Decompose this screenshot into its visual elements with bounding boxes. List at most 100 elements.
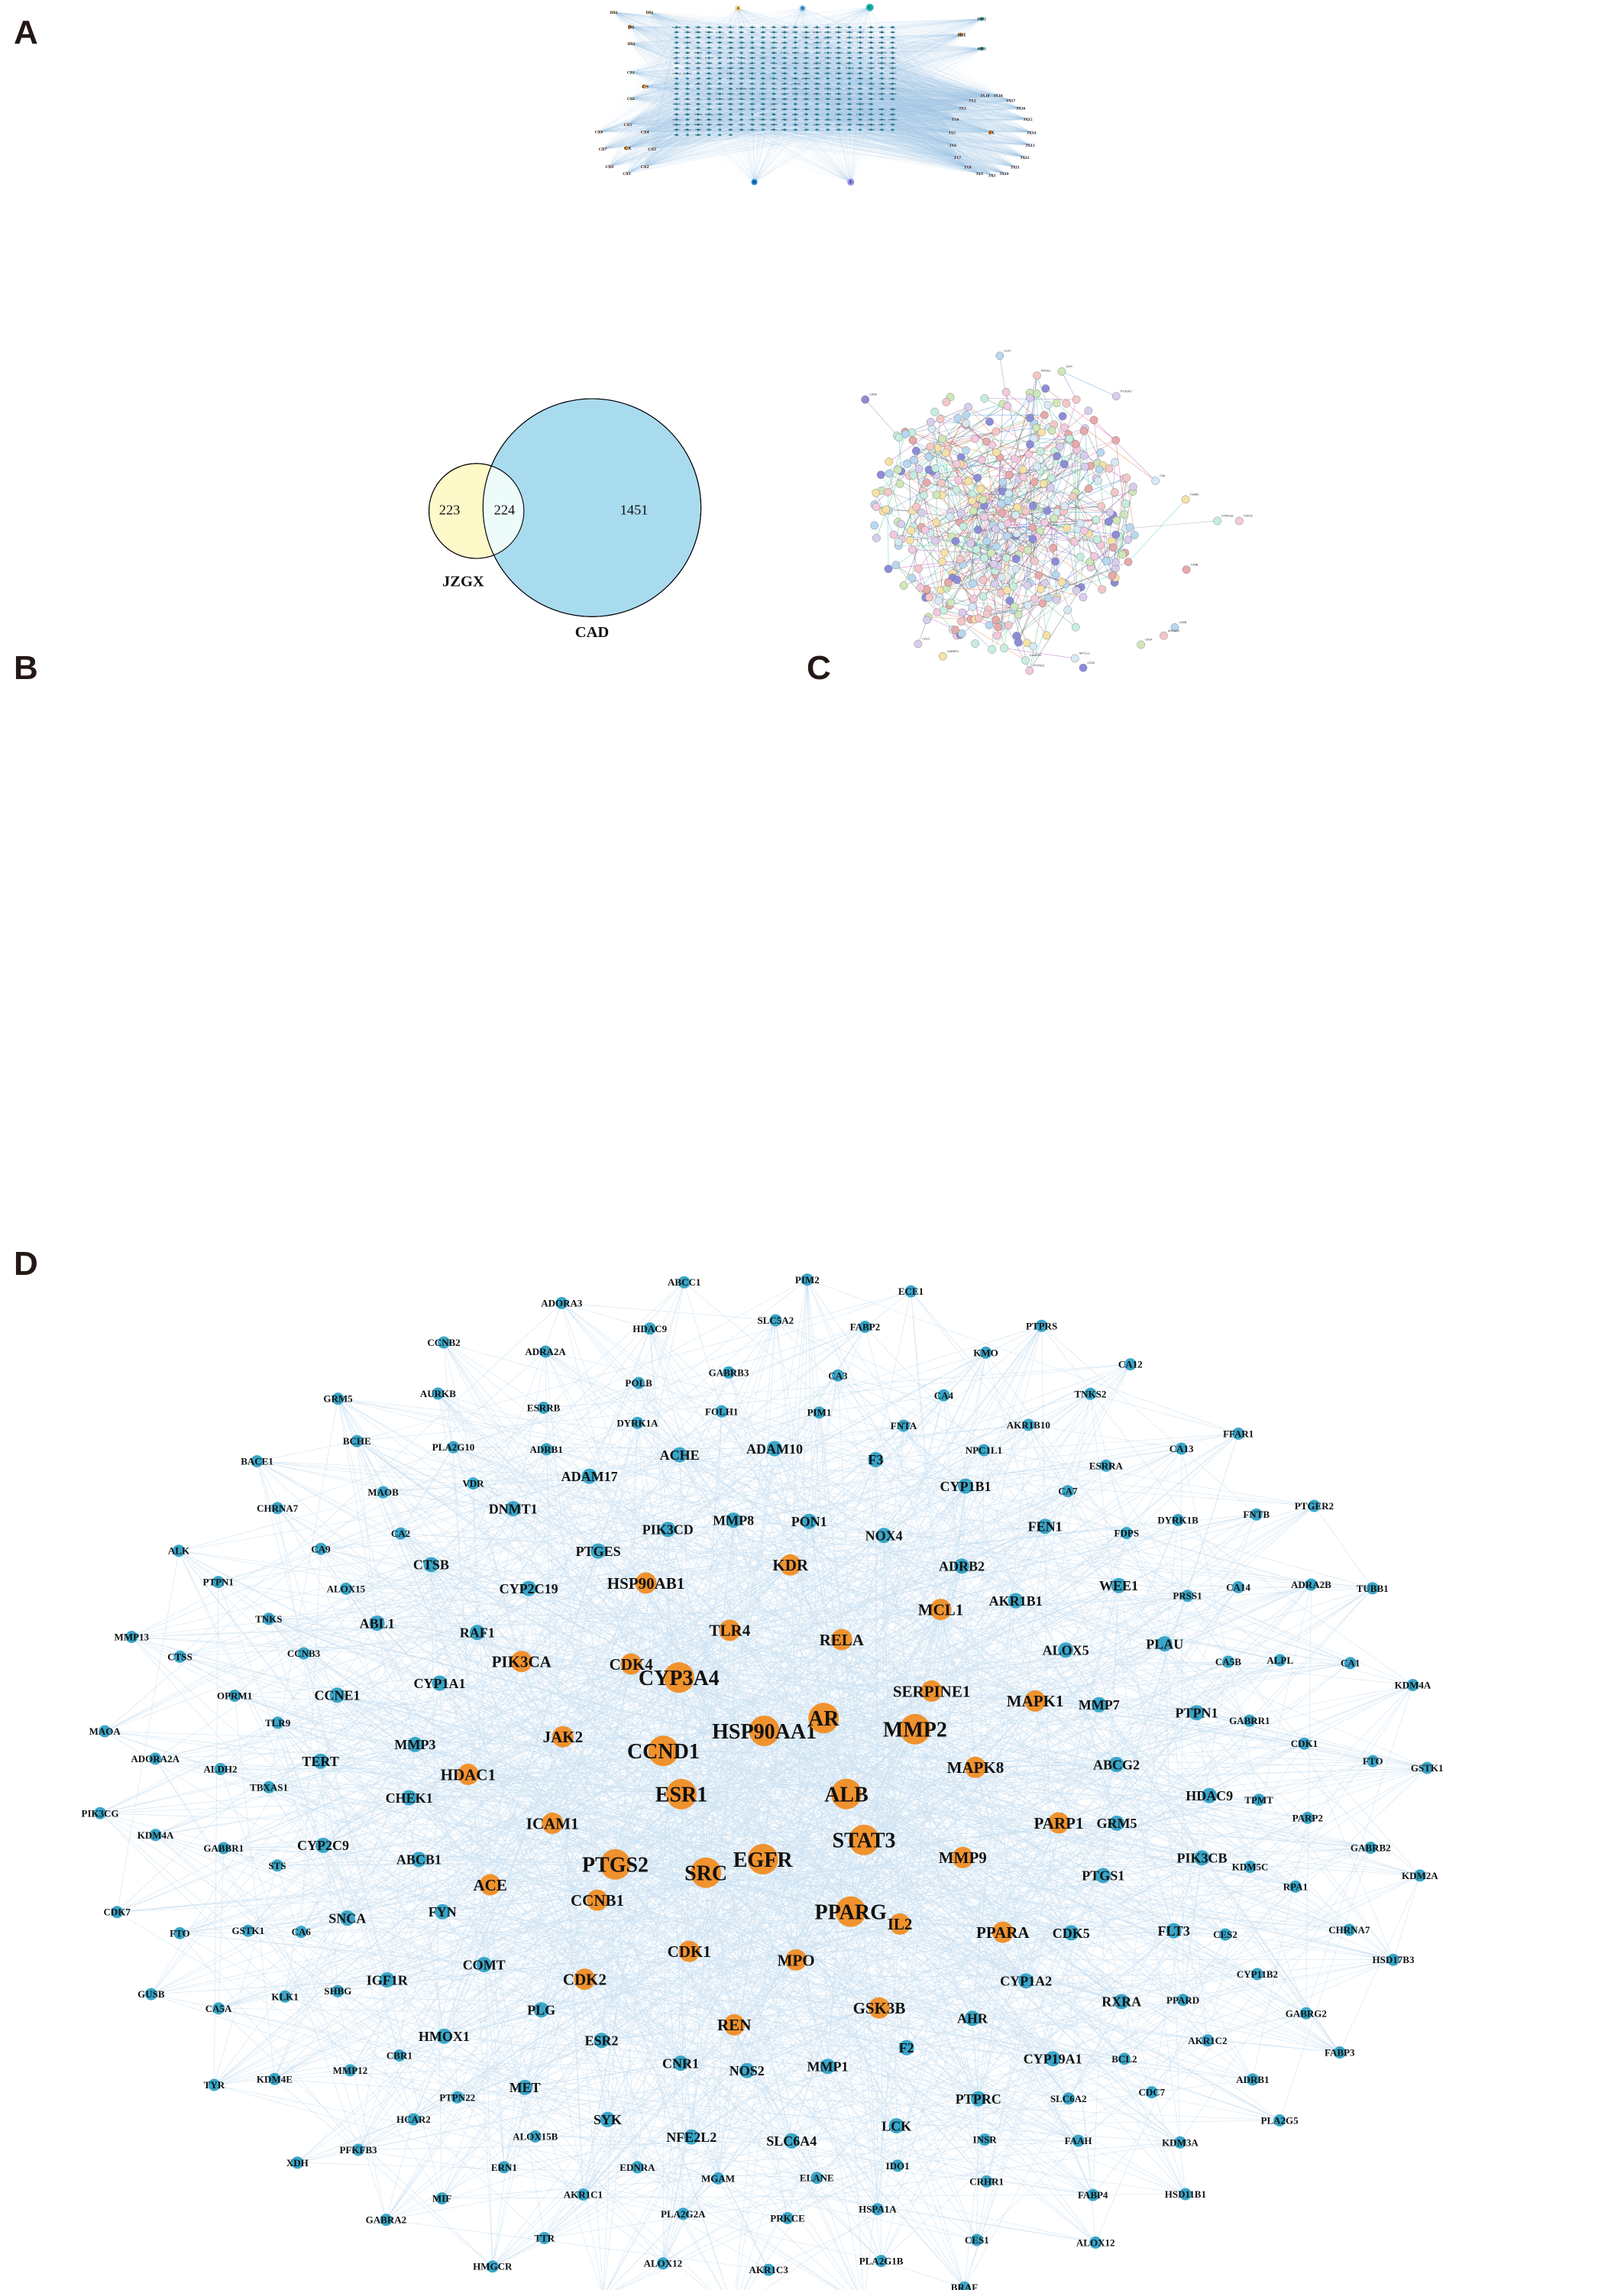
core-node: F2: [898, 2039, 914, 2056]
core-node: CA4: [934, 1389, 954, 1402]
target-node: PLA2G5: [684, 56, 691, 60]
target-node: MMP7: [879, 66, 885, 70]
core-node: HSD17B3: [1373, 1953, 1415, 1966]
target-node: PIK3CG: [759, 92, 767, 95]
svg-text:ADAM10: ADAM10: [746, 1441, 803, 1457]
svg-text:CYP11B2: CYP11B2: [1237, 1968, 1278, 1980]
core-node: MMP2: [883, 1713, 947, 1745]
target-node: GABRA3: [726, 76, 735, 80]
target-node: AURKB: [824, 92, 831, 95]
core-node: MMP1: [807, 2059, 848, 2075]
svg-text:STAT3: STAT3: [833, 1829, 896, 1853]
target-node: PIM2: [772, 97, 777, 101]
target-node: KZR: [847, 76, 852, 80]
target-node: HSP90AB1: [802, 76, 811, 80]
target-node: ITGAL: [781, 76, 788, 80]
target-node: PIK3CA: [717, 123, 723, 127]
target-node: PTPRM1: [835, 51, 843, 55]
target-node: WEE1: [814, 112, 820, 116]
target-node: DRD2: [793, 97, 798, 101]
svg-text:BCL2: BCL2: [1111, 2053, 1137, 2065]
target-node: NFE2L2: [717, 66, 724, 70]
target-node: GRM2: [858, 71, 863, 75]
target-node: GRIA4: [739, 25, 745, 29]
target-node: DRD2: [707, 35, 712, 40]
target-node: VDR: [869, 56, 873, 60]
core-node: KLK1: [271, 1990, 299, 2003]
core-node: TYR: [204, 2078, 225, 2091]
svg-text:ADRA2A: ADRA2A: [525, 1346, 566, 1357]
target-node: PTGES: [674, 107, 680, 111]
target-node: CPN1: [696, 66, 701, 70]
svg-text:CDK1: CDK1: [1291, 1738, 1318, 1749]
target-node: STAT1: [760, 31, 766, 34]
target-node: CTSV: [749, 40, 755, 44]
target-node: LRRK2: [781, 56, 788, 60]
target-node: HSD11B2: [694, 51, 703, 55]
target-node: PDE5A: [706, 71, 712, 75]
target-node: CCNE1: [792, 118, 799, 121]
svg-text:ADRB1: ADRB1: [530, 1444, 563, 1455]
core-node: PTPN22: [439, 2091, 475, 2104]
svg-text:ELANE: ELANE: [800, 2172, 834, 2184]
core-node: MMP9: [939, 1846, 987, 1868]
core-node: TBXAS1: [250, 1781, 288, 1794]
svg-text:GABRA2: GABRA2: [366, 2214, 406, 2226]
target-node: CHRM3: [835, 25, 843, 29]
target-node: CAPN2: [825, 61, 831, 65]
svg-text:CDC7: CDC7: [1138, 2087, 1165, 2098]
svg-text:KDM3A: KDM3A: [1162, 2136, 1199, 2148]
svg-text:CDK1: CDK1: [668, 1942, 711, 1961]
core-node: KDM5C: [1232, 1861, 1268, 1873]
target-node: CHRM1: [814, 46, 821, 50]
core-node: HSP90AA1: [712, 1716, 817, 1746]
svg-text:CCNB3: CCNB3: [287, 1648, 321, 1659]
core-node: CHRNA7: [257, 1502, 299, 1515]
svg-text:IDO1: IDO1: [886, 2160, 910, 2172]
core-node: ADORA3: [541, 1296, 583, 1309]
target-node: FOLH1: [706, 107, 713, 111]
svg-text:PFKFB3: PFKFB3: [339, 2144, 377, 2156]
core-node: MGAM: [701, 2172, 735, 2185]
core-node: ALOX15: [327, 1582, 366, 1595]
core-node: PON1: [791, 1513, 827, 1529]
svg-text:ECE1: ECE1: [898, 1286, 924, 1297]
target-node: RPS6KA2: [813, 31, 822, 34]
core-node: MAPK8: [947, 1756, 1004, 1778]
svg-text:PIK3CG: PIK3CG: [82, 1807, 119, 1819]
target-node: DRD5: [739, 35, 745, 40]
target-node: POLA1: [771, 61, 778, 65]
target-node: RELA: [890, 40, 895, 44]
target-node: CHRM5: [684, 35, 691, 40]
target-node: BCL2L1: [684, 107, 691, 111]
target-node: AKR1C2: [759, 112, 767, 116]
core-node: CA12: [1118, 1358, 1143, 1371]
svg-text:CRHR1: CRHR1: [969, 2175, 1004, 2187]
core-node: LCK: [882, 2118, 911, 2133]
target-node: ESR2: [707, 97, 712, 101]
svg-text:DYRK1B: DYRK1B: [1157, 1515, 1199, 1526]
target-node: IL2: [750, 35, 754, 40]
target-node: PRKDC: [836, 97, 842, 101]
core-node: PRSS1: [1173, 1590, 1202, 1603]
core-node: TNKS: [255, 1612, 283, 1625]
target-node: TNKS2: [674, 97, 680, 101]
core-node: BCHE: [343, 1434, 371, 1447]
core-node: RXRA: [1102, 1994, 1141, 2010]
target-node: MCL1: [717, 46, 723, 50]
svg-text:HSP90AA1: HSP90AA1: [712, 1720, 817, 1744]
target-node: TTK2: [804, 46, 809, 50]
core-node: FABP2: [850, 1321, 880, 1333]
target-node: KMO: [696, 107, 700, 111]
core-node: TERT: [302, 1753, 339, 1769]
svg-text:GSTK1: GSTK1: [231, 1925, 264, 1936]
svg-text:AKR1C1: AKR1C1: [564, 2189, 603, 2201]
target-node: CCNB1: [749, 107, 756, 111]
target-node: PTK2B: [857, 46, 863, 50]
target-node: KIT: [696, 71, 700, 75]
svg-text:FDPS: FDPS: [1114, 1528, 1140, 1539]
core-node: CHEK1: [386, 1790, 433, 1806]
target-node: CYP11B2: [770, 40, 778, 44]
core-node: PFKFB3: [339, 2143, 377, 2156]
